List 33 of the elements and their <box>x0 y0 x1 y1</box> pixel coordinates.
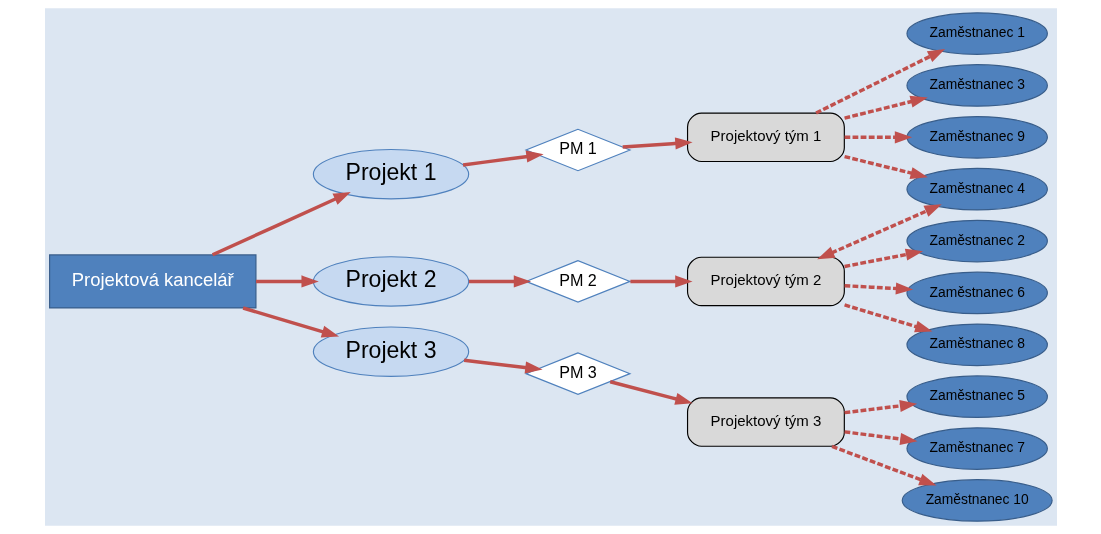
arrow <box>463 358 543 374</box>
arrow <box>830 444 936 486</box>
node-ellipse: Zaměstnanec 8 <box>905 323 1048 367</box>
node-box: Projektový tým 3 <box>686 397 845 447</box>
node-ellipse: Projekt 2 <box>312 256 469 307</box>
arrow <box>843 154 928 179</box>
arrow <box>843 430 917 445</box>
node-box: Projektová kancelář <box>48 254 257 309</box>
arrow <box>622 137 693 150</box>
node-ellipse: Zaměstnanec 7 <box>905 427 1048 470</box>
arrow <box>843 95 928 120</box>
node-box: Projektový tým 2 <box>686 256 845 307</box>
node-ellipse: Zaměstnanec 1 <box>905 12 1048 55</box>
arrow <box>844 282 913 295</box>
node-box: Projektový tým 1 <box>686 112 845 163</box>
arrow <box>844 131 912 144</box>
arrow <box>462 150 544 167</box>
arrow <box>255 275 319 288</box>
arrow <box>814 48 945 115</box>
arrow <box>468 275 531 288</box>
node-ellipse: Zaměstnanec 6 <box>905 271 1048 315</box>
node-ellipse: Projekt 1 <box>312 148 469 200</box>
node-ellipse: Zaměstnanec 9 <box>905 116 1048 159</box>
arrow <box>629 275 693 288</box>
arrow <box>843 303 932 333</box>
arrow <box>211 191 351 257</box>
node-ellipse: Zaměstnanec 5 <box>905 375 1048 418</box>
arrow <box>816 204 942 260</box>
arrow <box>843 399 917 415</box>
arrow <box>242 306 339 338</box>
node-ellipse: Zaměstnanec 10 <box>901 479 1053 522</box>
arrow <box>843 248 923 269</box>
arrow <box>609 380 693 405</box>
